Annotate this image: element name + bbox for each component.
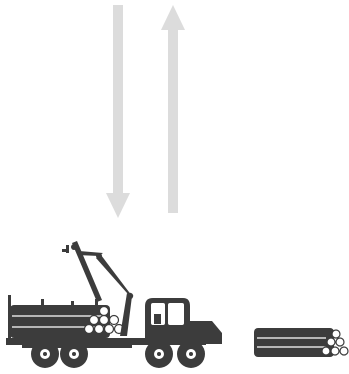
cabin xyxy=(145,298,190,345)
forwarder-icon xyxy=(6,241,222,368)
rear-wheel-2 xyxy=(60,340,88,368)
front-wheel-2 xyxy=(177,340,205,368)
front-wheel-1 xyxy=(145,340,173,368)
log-pile-icon xyxy=(254,328,348,357)
rear-wheel-1 xyxy=(31,340,59,368)
down-arrow-icon xyxy=(106,5,130,218)
up-arrow-icon xyxy=(161,5,185,213)
